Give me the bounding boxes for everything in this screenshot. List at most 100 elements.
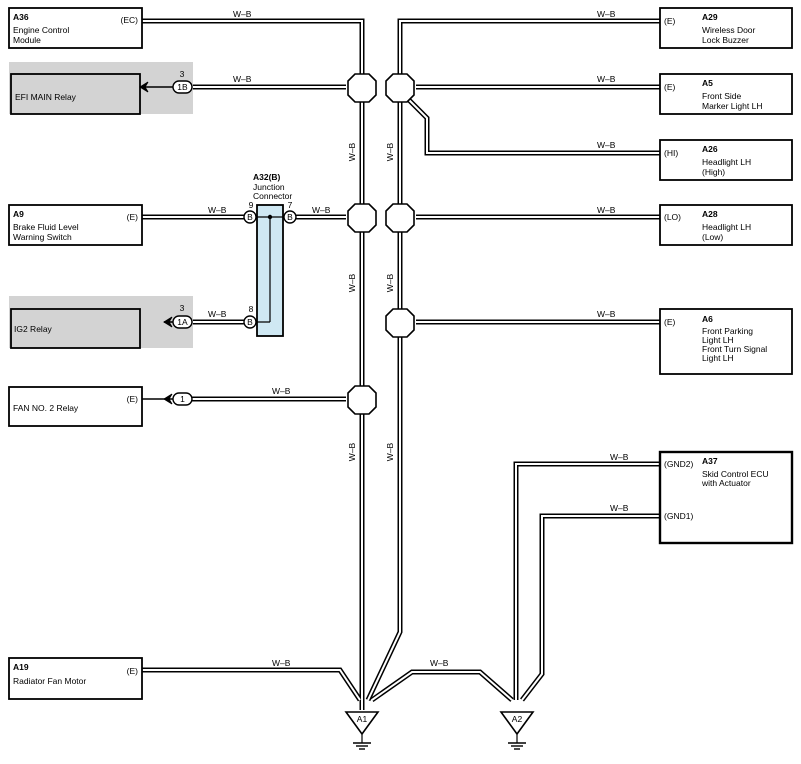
connector-pin: 3 (180, 303, 185, 313)
junction-name: Connector (253, 191, 292, 201)
pin-number: 8 (249, 304, 254, 314)
pin-circle-icon (283, 210, 297, 224)
component-name: Lock Buzzer (702, 35, 749, 45)
splice-point (347, 385, 377, 415)
wire-label: W–B (233, 9, 252, 19)
ground-A2: A2 (499, 711, 535, 750)
pin-label: (E) (127, 212, 139, 222)
pin-circle-icon (243, 315, 257, 329)
pin-code: B (247, 212, 253, 222)
component-name: Skid Control ECU (702, 469, 769, 479)
component-ig2-relay: IG2 Relay 1A 3 (9, 296, 193, 349)
wire-label: W–B (347, 142, 357, 161)
wire-label: W–B (272, 658, 291, 668)
wire-harness (142, 18, 660, 710)
connector-code: 1A (177, 317, 188, 327)
pin-label: (GND1) (664, 511, 693, 521)
junction-connector-A32B: A32(B) Junction Connector B B B 9 8 7 (243, 172, 297, 337)
splice-point (385, 203, 415, 233)
wire-label: W–B (385, 442, 395, 461)
wire-labels: W–B W–B W–B W–B W–B W–B W–B W–B W–B W–B … (208, 9, 629, 668)
pin-circle-icon (243, 210, 257, 224)
component-A36: A36 Engine Control Module (EC) (8, 7, 143, 49)
pin-label: (E) (664, 16, 676, 26)
component-A5: (E) A5 Front Side Marker Light LH (659, 73, 793, 115)
component-efi-main-relay: EFI MAIN Relay 1B 3 (9, 62, 193, 115)
component-name: Radiator Fan Motor (13, 676, 86, 686)
component-A6: (E) A6 Front Parking Light LH Front Turn… (659, 308, 793, 375)
component-A26: (HI) A26 Headlight LH (High) (659, 139, 793, 181)
component-name: Engine Control (13, 25, 69, 35)
splice-point (385, 308, 415, 338)
component-name: (High) (702, 167, 725, 177)
component-A29: (E) A29 Wireless Door Lock Buzzer (659, 7, 793, 49)
wire-label: W–B (312, 205, 331, 215)
pin-label: (GND2) (664, 459, 693, 469)
ground-label: A2 (512, 714, 523, 724)
ground-A1: A1 (344, 711, 380, 750)
component-name: Front Parking (702, 326, 753, 336)
pin-label: (EC) (121, 15, 139, 25)
component-id: A6 (702, 314, 713, 324)
wire-label: W–B (347, 442, 357, 461)
component-name: Brake Fluid Level (13, 222, 79, 232)
wire-label: W–B (597, 140, 616, 150)
component-name: Front Turn Signal (702, 344, 767, 354)
splice-point (347, 203, 377, 233)
component-name: Module (13, 35, 41, 45)
component-name: Marker Light LH (702, 101, 762, 111)
wire-label: W–B (385, 273, 395, 292)
wire-label: W–B (208, 309, 227, 319)
ground-point-icon (499, 711, 535, 736)
component-id: A29 (702, 12, 718, 22)
component-A37: (GND2) (GND1) A37 Skid Control ECU with … (658, 450, 794, 545)
component-name: Light LH (702, 335, 734, 345)
pin-number: 9 (249, 200, 254, 210)
component-name: Headlight LH (702, 222, 751, 232)
component-fan-no2-relay: FAN NO. 2 Relay (E) 1 (8, 386, 193, 427)
ground-label: A1 (357, 714, 368, 724)
connector-pin: 3 (180, 69, 185, 79)
wire-label: W–B (597, 9, 616, 19)
wire-label: W–B (385, 142, 395, 161)
pin-label: (E) (664, 82, 676, 92)
component-name: (Low) (702, 232, 723, 242)
component-name: Front Side (702, 91, 741, 101)
splice-point (347, 73, 377, 103)
component-id: A19 (13, 662, 29, 672)
connector-code: 1 (180, 394, 185, 404)
wire-label: W–B (597, 74, 616, 84)
splice-points (347, 73, 415, 415)
component-name: Wireless Door (702, 25, 756, 35)
pin-label: (LO) (664, 212, 681, 222)
wire-label: W–B (272, 386, 291, 396)
wire-label: W–B (208, 205, 227, 215)
pin-label: (E) (664, 317, 676, 327)
wire-label: W–B (347, 273, 357, 292)
component-name: Headlight LH (702, 157, 751, 167)
component-id: A9 (13, 209, 24, 219)
junction-id: A32(B) (253, 172, 281, 182)
component-name: Light LH (702, 353, 734, 363)
component-name: FAN NO. 2 Relay (13, 403, 79, 413)
wire-label: W–B (597, 309, 616, 319)
wire-label: W–B (233, 74, 252, 84)
pin-code: B (247, 317, 253, 327)
component-name: IG2 Relay (14, 324, 53, 334)
pin-code: B (287, 212, 293, 222)
component-A19: A19 Radiator Fan Motor (E) (8, 657, 143, 700)
component-name: with Actuator (701, 478, 751, 488)
pin-label: (E) (127, 666, 139, 676)
component-id: A5 (702, 78, 713, 88)
junction-name: Junction (253, 182, 285, 192)
pin-label: (E) (127, 394, 139, 404)
ground-point-icon (344, 711, 380, 736)
wire-label: W–B (610, 452, 629, 462)
component-id: A28 (702, 209, 718, 219)
connector-code: 1B (177, 82, 188, 92)
wire-label: W–B (610, 503, 629, 513)
component-A9: A9 Brake Fluid Level Warning Switch (E) (8, 204, 143, 246)
component-id: A37 (702, 456, 718, 466)
component-A28: (LO) A28 Headlight LH (Low) (659, 204, 793, 246)
